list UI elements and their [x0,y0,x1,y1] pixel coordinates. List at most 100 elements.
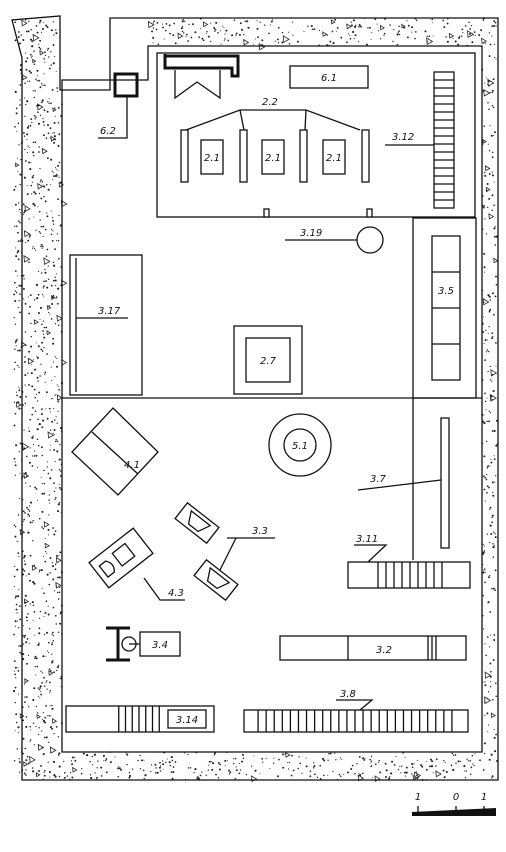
stipple-dot [23,278,25,280]
stipple-dot [370,762,372,764]
stipple-dot [18,42,22,45]
stipple-triangle [50,135,57,142]
stipple-dot [50,184,52,186]
stipple-dot [487,697,489,700]
stipple-triangle [49,746,57,754]
stipple-dot [18,284,21,287]
stipple-dot [491,777,493,779]
stipple-dot [174,761,177,763]
stipple-dot [56,168,58,170]
stipple-dot [53,175,55,178]
stipple-dot [33,216,35,218]
stipple-dot [37,466,39,468]
stipple-dot [489,675,492,678]
stipple-dot [23,554,26,558]
beam-3-2-dividers [347,636,437,660]
stipple-dot [36,712,39,714]
stipple-dot [52,342,55,345]
stipple-triangle [251,775,258,783]
stipple-dot [58,161,61,164]
stipple-dot [485,409,487,411]
stipple-dot [269,24,272,26]
stipple-dot [39,306,42,309]
stipple-dot [15,112,18,115]
stipple-dot [55,173,58,175]
stipple-dot [478,34,481,37]
stipple-dot [225,29,228,32]
stipple-dot [34,397,36,399]
stipple-dot [18,497,21,499]
stipple-dot [35,283,38,286]
stipple-dot [52,261,55,264]
stipple-dot [14,412,17,415]
stipple-dot [28,461,31,464]
stipple-dot [493,20,496,22]
stipple-dot [16,287,18,289]
stipple-dot [142,769,145,772]
stipple-dot [37,311,40,315]
stipple-dot [32,581,35,584]
stipple-dot [182,19,184,21]
stipple-dot [16,251,19,254]
stipple-dot [82,752,85,755]
stipple-dot [484,359,487,361]
stipple-dot [484,477,487,479]
stipple-dot [30,372,33,375]
stipple-dot [491,209,493,212]
stipple-dot [488,55,491,58]
stipple-dot [46,215,49,218]
stipple-dot [187,767,189,769]
stipple-dot [29,168,32,171]
stipple-dot [405,771,408,774]
stipple-dot [217,31,219,34]
stipple-dot [461,28,464,31]
stipple-dot [336,26,339,29]
label-3-19: 3.19 [300,228,322,239]
stipple-triangle [485,186,491,193]
stipple-triangle [243,38,250,46]
stipple-dot [191,23,194,26]
stipple-dot [14,185,17,188]
stipple-dot [494,569,497,572]
stipple-dot [32,151,35,154]
stipple-dot [482,316,485,318]
stipple-dot [276,38,279,41]
stipple-dot [45,137,48,140]
stipple-dot [491,380,493,382]
stipple-dot [57,324,60,326]
stipple-dot [30,322,32,325]
stipple-dot [52,641,54,644]
stipple-dot [156,21,159,24]
stipple-dot [232,762,235,765]
stipple-dot [492,106,495,109]
stipple-dot [42,753,45,756]
stipple-dot [366,43,368,46]
stipple-dot [469,33,471,35]
stipple-dot [58,399,60,401]
stipple-dot [305,757,307,759]
stipple-dot [205,32,207,34]
stipple-dot [44,381,46,383]
table-2-1 [261,139,285,175]
leader-6-2 [98,96,128,139]
stipple-dot [52,294,55,297]
stipple-dot [277,42,280,44]
stipple-triangle [23,230,31,238]
stipple-dot [45,682,47,684]
label-box-6-1 [289,65,369,89]
stipple-dot [54,115,56,117]
stipple-dot [489,634,491,636]
stipple-dot [420,764,423,767]
stipple-dot [215,21,218,24]
stipple-dot [37,293,40,296]
stipple-dot [227,39,230,42]
stipple-dot [224,38,226,40]
stipple-dot [28,383,30,386]
stipple-dot [18,208,21,211]
stipple-dot [42,120,45,123]
stipple-triangle [177,32,184,40]
stipple-dot [494,750,497,753]
stipple-dot [40,568,43,572]
stipple-triangle [23,598,30,605]
stipple-dot [20,158,22,161]
